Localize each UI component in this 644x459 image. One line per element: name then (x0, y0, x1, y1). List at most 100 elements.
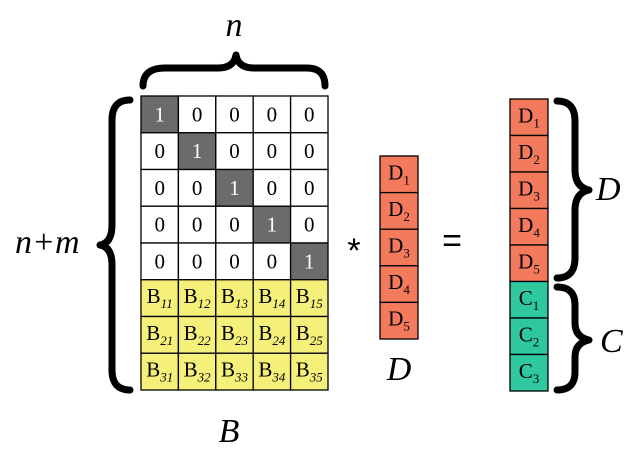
result-c-cell (509, 353, 549, 392)
diagonal-cell (252, 205, 292, 244)
matrix-cell-value: 1 (304, 249, 315, 273)
b-cell-label: B13 (221, 284, 249, 311)
result-d-label: D3 (518, 176, 540, 203)
matrix-cell-value: 0 (154, 213, 165, 237)
b-cell (289, 315, 329, 354)
b-cell (177, 352, 217, 391)
diagonal-cell (140, 95, 180, 134)
b-cell-label: B25 (296, 321, 324, 348)
result-c-label: C3 (519, 359, 540, 386)
b-cell (252, 279, 292, 318)
vector-d-label: D5 (388, 307, 410, 334)
vector-d-cell (379, 155, 419, 194)
label-n-plus-m: n+m (15, 224, 80, 261)
matrix-cell-value: 0 (154, 176, 165, 200)
vector-d-label: D4 (388, 270, 410, 297)
result-d-cell (509, 171, 549, 210)
result-d-label: D4 (518, 213, 540, 240)
vector-d-cell (379, 265, 419, 304)
result-c-cell (509, 280, 549, 319)
matrix-cell-value: 1 (154, 102, 165, 126)
matrix-cell-value: 1 (229, 176, 240, 200)
vector-d-cell (379, 191, 419, 230)
result-c-label: C1 (519, 286, 540, 313)
matrix-cell-value: 0 (304, 102, 315, 126)
matrix-cell-value: 0 (267, 102, 278, 126)
label-C-right: C (600, 323, 623, 360)
label-D-under-vector: D (386, 351, 412, 388)
matrix-cell-value: 0 (192, 249, 203, 273)
matrix-cell-value: 0 (192, 213, 203, 237)
b-cell-label: B34 (258, 358, 286, 385)
vector-d-label: D2 (388, 197, 410, 224)
zero-cell (177, 205, 217, 244)
matrix-cell-value: 0 (304, 139, 315, 163)
b-cell (140, 352, 180, 391)
matrix-cell-value: 0 (192, 102, 203, 126)
zero-cell (215, 132, 254, 171)
zero-cell (140, 242, 180, 281)
b-cell (215, 352, 254, 391)
b-cell-label: B32 (184, 358, 212, 385)
vector-d-cell (379, 228, 419, 267)
matrix-cell-value: 0 (229, 139, 240, 163)
zero-cell (289, 132, 329, 171)
b-cell (289, 352, 329, 391)
zero-cell (177, 168, 217, 207)
matrix-cell-value: 0 (154, 139, 165, 163)
result-d-label: D5 (518, 249, 540, 276)
zero-cell (177, 242, 217, 281)
vector-d-label: D1 (388, 160, 410, 187)
label-B-bottom: B (219, 413, 240, 450)
result-d-label: D2 (518, 140, 540, 167)
b-cell (252, 352, 292, 391)
zero-cell (140, 205, 180, 244)
matrix-cell-value: 0 (229, 213, 240, 237)
b-cell-label: B23 (221, 321, 249, 348)
b-cell-label: B35 (296, 358, 324, 385)
matrix-cell-value: 0 (267, 176, 278, 200)
result-c-cell (509, 317, 549, 356)
matrix-cell-value: 0 (192, 176, 203, 200)
right-brace-d (553, 97, 593, 282)
b-cell-label: B15 (296, 284, 324, 311)
equals-sign: = (442, 222, 462, 260)
top-brace (139, 51, 329, 90)
b-cell-label: B24 (258, 321, 286, 348)
matrix-cell-value: 0 (229, 249, 240, 273)
b-cell-label: B14 (258, 284, 286, 311)
multiply-sign: * (347, 232, 360, 270)
matrix-cell-value: 1 (267, 213, 278, 237)
matrix-cell-value: 0 (229, 102, 240, 126)
b-cell-label: B21 (146, 321, 173, 348)
matrix-cell-value: 1 (192, 139, 203, 163)
b-cell-label: B22 (184, 321, 212, 348)
label-D-right: D (595, 171, 621, 208)
b-cell (215, 279, 254, 318)
left-brace (96, 96, 134, 394)
zero-cell (140, 132, 180, 171)
result-c-label: C2 (519, 322, 540, 349)
label-n-top: n (226, 7, 243, 44)
matrix-cell-value: 0 (154, 249, 165, 273)
b-cell-label: B31 (146, 358, 173, 385)
b-cell-label: B33 (221, 358, 249, 385)
vector-d-cell (379, 301, 419, 340)
zero-cell (289, 205, 329, 244)
result-d-cell (509, 98, 549, 137)
result-d-cell (509, 207, 549, 246)
b-cell-label: B12 (184, 284, 212, 311)
result-d-cell (509, 134, 549, 173)
matrix-cell-value: 0 (304, 176, 315, 200)
b-cell-label: B11 (147, 284, 173, 311)
result-d-cell (509, 244, 549, 283)
b-cell (140, 315, 180, 354)
zero-cell (252, 168, 292, 207)
matrix-cell-value: 0 (267, 139, 278, 163)
vector-d-label: D3 (388, 234, 410, 261)
zero-cell (215, 242, 254, 281)
